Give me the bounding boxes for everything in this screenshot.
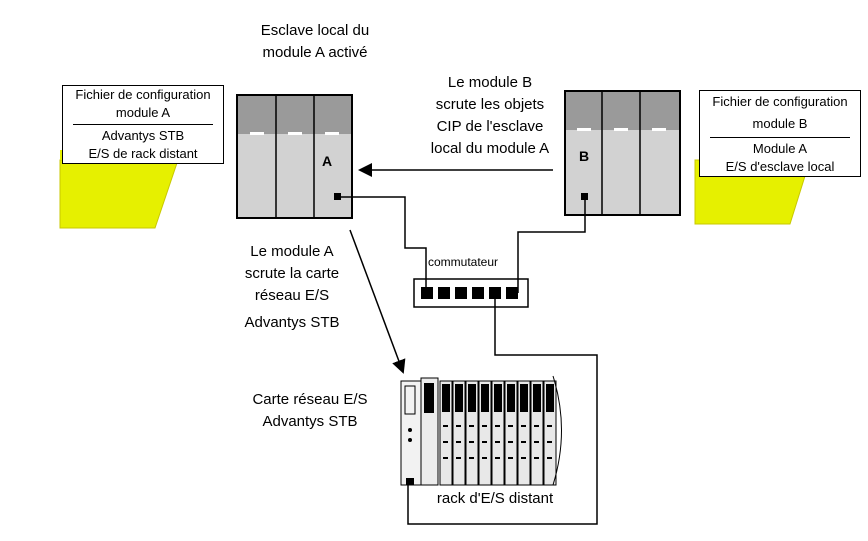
io-module-window <box>481 384 489 412</box>
io-module-terminal <box>469 441 474 443</box>
module-b-letter: B <box>579 148 590 164</box>
io-module-terminal <box>547 457 552 459</box>
config-a-line-3: Advantys STB <box>101 128 185 143</box>
module-b-rack <box>564 90 681 216</box>
ethernet-cables <box>341 196 598 525</box>
slave-active-label: Esclave local du module A activé <box>260 22 370 61</box>
module-a-scan-label: Le module A scrute la carte réseau E/S <box>244 243 340 304</box>
io-module-window <box>468 384 476 412</box>
nic-label: Carte réseau E/S Advantys STB <box>252 391 368 430</box>
config-a-line-4: E/S de rack distant <box>88 146 198 161</box>
switch-label: commutateur <box>428 255 499 269</box>
io-module-terminal <box>443 441 448 443</box>
io-module-terminal <box>482 425 487 427</box>
module-a-rack <box>236 94 353 219</box>
io-module-terminal <box>456 441 461 443</box>
io-module-terminal <box>508 457 513 459</box>
io-module-terminal <box>456 425 461 427</box>
io-module-terminal <box>469 425 474 427</box>
io-module-window <box>442 384 450 412</box>
config-file-b-box: Fichier de configuration module B Module… <box>699 90 861 177</box>
io-module-terminal <box>482 441 487 443</box>
io-module-terminal <box>521 425 526 427</box>
io-module-terminal <box>495 425 500 427</box>
io-module-terminal <box>495 457 500 459</box>
arrow-module-a-to-nic <box>349 229 406 374</box>
io-module-terminal <box>443 425 448 427</box>
io-module-terminal <box>521 441 526 443</box>
io-module-window <box>507 384 515 412</box>
config-b-divider <box>710 137 850 138</box>
module-a-scan-sublabel: Advantys STB <box>244 314 340 331</box>
io-module-window <box>494 384 502 412</box>
io-module-terminal <box>534 441 539 443</box>
config-a-line-2: module A <box>115 105 171 120</box>
io-module-window <box>520 384 528 412</box>
config-b-line-2: module B <box>752 116 808 131</box>
network-switch <box>413 278 529 308</box>
io-module-terminal <box>534 457 539 459</box>
config-a-line-1: Fichier de configuration <box>75 87 211 102</box>
io-module-window <box>546 384 554 412</box>
io-module-window <box>455 384 463 412</box>
config-b-line-1: Fichier de configuration <box>712 94 848 109</box>
remote-rack-label: rack d'E/S distant <box>436 490 554 507</box>
config-b-line-4: E/S d'esclave local <box>725 159 835 174</box>
io-module-terminal <box>443 457 448 459</box>
advantys-rack <box>400 375 562 486</box>
io-module-terminal <box>495 441 500 443</box>
config-a-divider <box>73 124 213 125</box>
module-a-letter: A <box>322 153 333 169</box>
io-module-terminal <box>469 457 474 459</box>
io-module-window <box>533 384 541 412</box>
config-file-a-box: Fichier de configuration module A Advant… <box>62 85 224 164</box>
io-module-terminal <box>456 457 461 459</box>
io-module-terminal <box>534 425 539 427</box>
io-module-terminal <box>482 457 487 459</box>
io-module-terminal <box>508 425 513 427</box>
io-module-terminal <box>508 441 513 443</box>
io-module-terminal <box>547 441 552 443</box>
module-b-scan-label: Le module B scrute les objets CIP de l'e… <box>430 74 550 157</box>
io-module-terminal <box>547 425 552 427</box>
config-b-line-3: Module A <box>752 141 808 156</box>
io-module-terminal <box>521 457 526 459</box>
